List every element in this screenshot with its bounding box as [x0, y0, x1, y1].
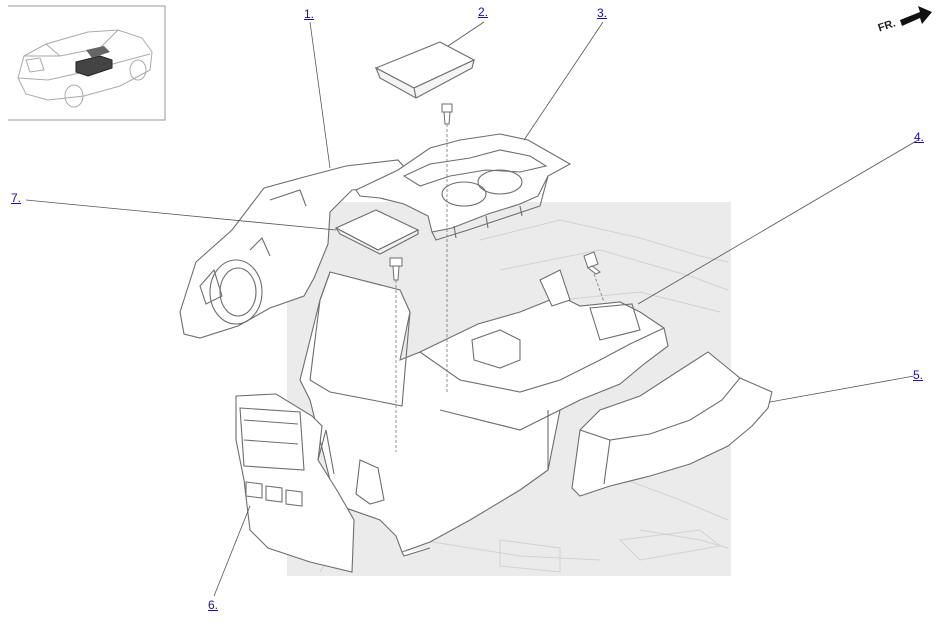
screw-lower — [389, 257, 403, 281]
callout-6-link[interactable]: 6. — [208, 598, 219, 612]
leader-lines — [25, 21, 919, 597]
callout-1-link[interactable]: 1. — [304, 7, 315, 21]
callout-7-link[interactable]: 7. — [11, 191, 22, 205]
part-5-console-side-trim — [571, 351, 773, 497]
part-4-clip — [583, 251, 601, 275]
callout-2-link[interactable]: 2. — [478, 5, 489, 19]
leader-7 — [25, 199, 337, 231]
callout-3-link[interactable]: 3. — [597, 6, 608, 20]
front-orientation-label: FR. — [876, 17, 898, 35]
vehicle-locator-inset — [8, 5, 166, 121]
leader-3 — [523, 21, 604, 141]
leader-1 — [309, 21, 331, 169]
screw-dash-lines — [395, 124, 605, 452]
callout-4-link[interactable]: 4. — [914, 130, 925, 144]
part-3-console-upper-tray — [355, 133, 572, 241]
callout-5-link[interactable]: 5. — [913, 368, 924, 382]
console-main-body — [299, 269, 669, 557]
part-6-console-rear-panel — [235, 393, 355, 573]
front-orientation-indicator: FR. — [876, 6, 936, 40]
highlighted-console-icon — [75, 46, 113, 77]
front-arrow-icon — [900, 6, 932, 26]
part-7-console-mat — [334, 209, 420, 255]
leader-2 — [447, 21, 485, 47]
screw-upper — [441, 103, 453, 125]
part-2-console-lid — [374, 41, 476, 99]
leader-5 — [769, 375, 915, 403]
leader-6 — [213, 505, 251, 597]
leader-4 — [637, 139, 919, 305]
part-1-console-side-panel — [179, 159, 413, 339]
